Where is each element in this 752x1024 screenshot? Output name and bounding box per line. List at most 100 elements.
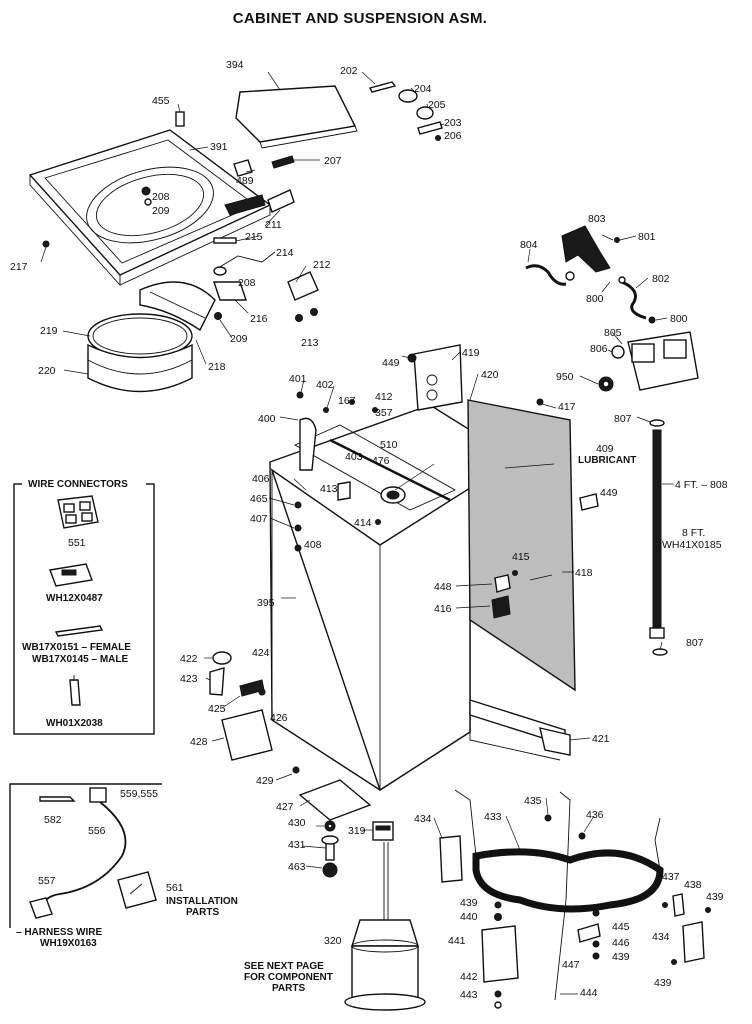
label-804: 804 bbox=[520, 239, 538, 251]
label-216: 216 bbox=[250, 313, 268, 325]
suspension-base-433 bbox=[439, 789, 664, 1001]
label-443: 443 bbox=[460, 989, 478, 1001]
label-476: 476 bbox=[372, 455, 390, 467]
label-423: 423 bbox=[180, 673, 198, 685]
label-442: 442 bbox=[460, 971, 478, 983]
label-465: 465 bbox=[250, 493, 268, 505]
harness-box: 582 556 559,555 557 561 INSTALLATION PAR… bbox=[9, 783, 238, 949]
connector-wh01x2038: WH01X2038 bbox=[46, 718, 103, 729]
label-422: 422 bbox=[180, 653, 198, 665]
hinge-parts bbox=[368, 81, 443, 141]
label-463: 463 bbox=[288, 861, 306, 873]
label-438: 438 bbox=[684, 879, 702, 891]
label-4ft-808: 4 FT. – 808 bbox=[675, 479, 728, 491]
fill-hose-808 bbox=[649, 419, 668, 656]
label-harness-wire: – HARNESS WIRE bbox=[16, 927, 102, 938]
label-418: 418 bbox=[575, 567, 593, 579]
label-407: 407 bbox=[250, 513, 268, 525]
label-805: 805 bbox=[604, 327, 622, 339]
label-401: 401 bbox=[289, 373, 307, 385]
label-420: 420 bbox=[481, 369, 499, 381]
wire-connectors-box: WIRE CONNECTORS 551 WH12X0487 WB17X0151 … bbox=[13, 478, 155, 735]
pivot-parts-430 bbox=[321, 820, 339, 878]
label-see-next-1: SEE NEXT PAGE bbox=[244, 961, 324, 972]
connector-wb17x0151: WB17X0151 – FEMALE bbox=[22, 642, 131, 653]
label-439c: 439 bbox=[612, 951, 630, 963]
label-510: 510 bbox=[380, 439, 398, 451]
label-444: 444 bbox=[580, 987, 598, 999]
label-439b: 439 bbox=[460, 897, 478, 909]
label-419: 419 bbox=[462, 347, 480, 359]
connector-551: 551 bbox=[68, 537, 86, 549]
label-800a: 800 bbox=[586, 293, 604, 305]
label-449b: 449 bbox=[600, 487, 618, 499]
connector-wh12x0487: WH12X0487 bbox=[46, 593, 103, 604]
label-431: 431 bbox=[288, 839, 306, 851]
label-435: 435 bbox=[524, 795, 542, 807]
label-209b: 209 bbox=[230, 333, 248, 345]
label-802: 802 bbox=[652, 273, 670, 285]
label-440: 440 bbox=[460, 911, 478, 923]
label-950: 950 bbox=[556, 371, 574, 383]
transmission-320 bbox=[344, 821, 426, 1011]
label-400: 400 bbox=[258, 413, 276, 425]
diagram-title: CABINET AND SUSPENSION ASM. bbox=[232, 10, 488, 27]
label-807a: 807 bbox=[614, 413, 632, 425]
label-320: 320 bbox=[324, 935, 342, 947]
label-217: 217 bbox=[10, 261, 28, 273]
label-219: 219 bbox=[40, 325, 58, 337]
label-559-555: 559,555 bbox=[120, 788, 158, 800]
label-415: 415 bbox=[512, 551, 530, 563]
label-205: 205 bbox=[428, 99, 446, 111]
label-403: 403 bbox=[345, 451, 363, 463]
label-417: 417 bbox=[558, 401, 576, 413]
label-211: 211 bbox=[265, 219, 282, 231]
label-445: 445 bbox=[612, 921, 630, 933]
label-800b: 800 bbox=[670, 313, 688, 325]
label-439a: 439 bbox=[706, 891, 724, 903]
label-wh19x0163: WH19X0163 bbox=[40, 938, 97, 949]
label-395: 395 bbox=[257, 597, 275, 609]
label-402: 402 bbox=[316, 379, 334, 391]
connector-wb17x0145: WB17X0145 – MALE bbox=[32, 654, 128, 665]
label-446: 446 bbox=[612, 937, 630, 949]
label-412: 412 bbox=[375, 391, 393, 403]
suspension-hardware bbox=[481, 893, 711, 1009]
label-801: 801 bbox=[638, 231, 656, 243]
label-416: 416 bbox=[434, 603, 452, 615]
label-436: 436 bbox=[586, 809, 604, 821]
label-439d: 439 bbox=[654, 977, 672, 989]
label-430: 430 bbox=[288, 817, 306, 829]
label-212: 212 bbox=[313, 259, 331, 271]
label-see-next-2: FOR COMPONENT bbox=[244, 972, 333, 983]
label-8ft: 8 FT. bbox=[682, 527, 705, 539]
valve-bracket-803 bbox=[561, 225, 620, 273]
label-installation: INSTALLATION bbox=[166, 896, 238, 907]
label-wh41x0185: WH41X0185 bbox=[662, 539, 722, 551]
label-208a: 208 bbox=[152, 191, 170, 203]
label-203: 203 bbox=[444, 117, 462, 129]
label-see-next-3: PARTS bbox=[272, 983, 305, 994]
label-434b: 434 bbox=[652, 931, 670, 943]
label-455: 455 bbox=[152, 95, 170, 107]
label-425: 425 bbox=[208, 703, 226, 715]
label-428: 428 bbox=[190, 736, 208, 748]
top-cover-391 bbox=[28, 129, 272, 287]
label-220: 220 bbox=[38, 365, 56, 377]
label-424: 424 bbox=[252, 647, 270, 659]
bracket-212 bbox=[213, 266, 319, 322]
label-319: 319 bbox=[348, 825, 366, 837]
label-206: 206 bbox=[444, 130, 462, 142]
base-rail-421 bbox=[469, 699, 571, 756]
label-409: 409 bbox=[596, 443, 614, 455]
part-labels: 394 202 204 205 203 206 455 391 207 489 … bbox=[10, 59, 728, 1001]
label-429: 429 bbox=[256, 775, 274, 787]
label-803: 803 bbox=[588, 213, 606, 225]
water-valve-805 bbox=[598, 316, 699, 392]
label-561: 561 bbox=[166, 882, 184, 894]
tub-ring-219 bbox=[87, 281, 216, 393]
lid-394 bbox=[235, 85, 358, 149]
label-557: 557 bbox=[38, 875, 56, 887]
label-204: 204 bbox=[414, 83, 432, 95]
